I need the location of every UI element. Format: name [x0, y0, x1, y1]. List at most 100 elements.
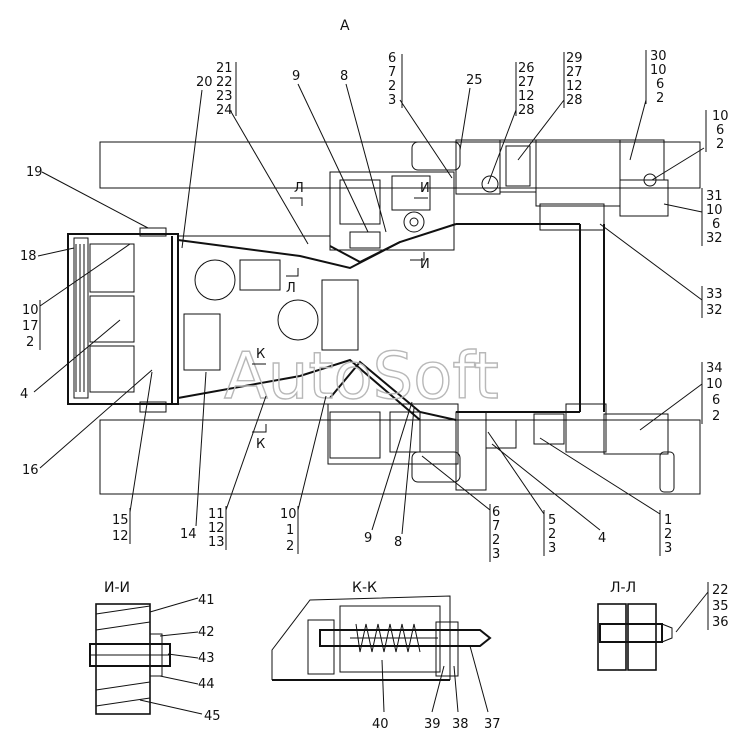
callout-label: 30 — [650, 49, 667, 64]
cab — [67, 227, 179, 413]
section-label: 39 — [424, 717, 441, 732]
callout-label: 10 — [650, 63, 667, 78]
callout-label: 12 — [518, 89, 535, 104]
callout-label: 10 — [22, 303, 39, 318]
callout-label: 1 — [664, 513, 672, 528]
callout-9-top: 9 — [292, 69, 369, 233]
callout-6-3-bottom: 6 7 2 3 — [421, 455, 500, 562]
section-label: 37 — [484, 717, 501, 732]
section-marks: Л Л И И К К — [252, 181, 430, 452]
callout-10-6-2-right: 10 6 2 — [651, 109, 729, 181]
callout-label: 14 — [180, 527, 197, 542]
callout-label: 6 — [712, 393, 720, 408]
callout-label: 12 — [208, 521, 225, 536]
callout-19: 19 — [26, 165, 149, 229]
callout-1-3: 1 2 3 — [539, 437, 672, 556]
callout-label: 1 — [286, 523, 294, 538]
callout-label: 32 — [706, 303, 723, 318]
callout-label: 2 — [548, 527, 556, 542]
section-mark-l-bottom: Л — [286, 281, 296, 296]
lower-equipment — [411, 403, 675, 493]
callout-34-2: 34 10 6 2 — [639, 361, 723, 431]
frame — [177, 171, 459, 465]
callout-10-1-2: 10 1 2 — [280, 395, 327, 554]
section-label: 43 — [198, 651, 215, 666]
callout-label: 32 — [706, 231, 723, 246]
callout-label: 10 — [706, 203, 723, 218]
callout-label: 6 — [388, 51, 396, 66]
callout-label: 2 — [664, 527, 672, 542]
callout-label: 4 — [598, 531, 606, 546]
callout-label: 3 — [664, 541, 672, 556]
callout-25: 25 — [459, 73, 483, 151]
callout-15-12: 15 12 — [112, 371, 153, 544]
callout-label: 4 — [20, 387, 28, 402]
section-label: 45 — [204, 709, 221, 724]
callout-label: 10 — [706, 377, 723, 392]
callout-label: 15 — [112, 513, 129, 528]
callout-label: 7 — [492, 519, 500, 534]
view-label: А — [340, 18, 350, 34]
callout-label: 26 — [518, 61, 535, 76]
section-label: 41 — [198, 593, 215, 608]
callout-label: 8 — [340, 69, 348, 84]
callout-8-top: 8 — [340, 69, 387, 233]
callout-label: 12 — [566, 79, 583, 94]
callout-label: 27 — [566, 65, 583, 80]
section-mark-l-top: Л — [294, 181, 304, 196]
callout-label: 27 — [518, 75, 535, 90]
callout-6-3-top: 6 7 2 3 — [388, 51, 453, 179]
callout-4-bottom: 4 — [491, 443, 606, 546]
callout-4-left: 4 — [20, 319, 121, 402]
callout-9-bottom: 9 — [364, 401, 413, 546]
section-kk: К-К 40 39 38 37 — [271, 580, 501, 732]
callout-label: 2 — [656, 91, 664, 106]
callout-label: 6 — [656, 77, 664, 92]
callout-label: 29 — [566, 51, 583, 66]
callout-label: 6 — [492, 505, 500, 520]
callout-label: 17 — [22, 319, 39, 334]
callout-label: 3 — [548, 541, 556, 556]
callout-16: 16 — [22, 369, 153, 478]
upper-equipment — [411, 139, 669, 231]
callout-label: 19 — [26, 165, 43, 180]
callout-label: 2 — [492, 533, 500, 548]
section-mark-k-top: К — [256, 347, 265, 362]
callout-label: 16 — [22, 463, 39, 478]
callout-label: 2 — [716, 137, 724, 152]
section-title: К-К — [352, 580, 377, 596]
callout-31-32: 31 10 6 32 — [663, 188, 723, 246]
callout-label: 3 — [388, 93, 396, 108]
callout-10-17-2: 10 17 2 — [22, 243, 131, 350]
callout-33-32: 33 32 — [599, 223, 723, 318]
section-label: 36 — [712, 615, 729, 630]
section-mark-k-bottom: К — [256, 437, 265, 452]
callout-label: 33 — [706, 287, 723, 302]
callout-label: 10 — [712, 109, 729, 124]
section-label: 22 — [712, 583, 729, 598]
section-title: Л-Л — [610, 580, 636, 596]
callout-30-2: 30 10 6 2 — [629, 49, 667, 161]
callout-18: 18 — [20, 247, 75, 264]
callout-label: 13 — [208, 535, 225, 550]
callout-5-3: 5 2 3 — [487, 431, 556, 556]
callout-14: 14 — [180, 371, 207, 542]
lower-track — [99, 419, 701, 495]
callout-label: 8 — [394, 535, 402, 550]
callout-label: 34 — [706, 361, 723, 376]
callout-label: 9 — [292, 69, 300, 84]
callout-21-24: 21 22 23 24 — [216, 61, 309, 245]
callout-label: 9 — [364, 531, 372, 546]
callout-label: 3 — [492, 547, 500, 562]
callout-label: 7 — [388, 65, 396, 80]
section-label: 42 — [198, 625, 215, 640]
section-label: 38 — [452, 717, 469, 732]
main-plan-view: А — [20, 18, 729, 562]
callout-label: 12 — [112, 529, 129, 544]
callout-label: 10 — [280, 507, 297, 522]
callout-label: 2 — [388, 79, 396, 94]
callout-label: 24 — [216, 103, 233, 118]
callout-label: 6 — [716, 123, 724, 138]
section-label: 44 — [198, 677, 215, 692]
callout-11-13: 11 12 13 — [208, 395, 267, 550]
